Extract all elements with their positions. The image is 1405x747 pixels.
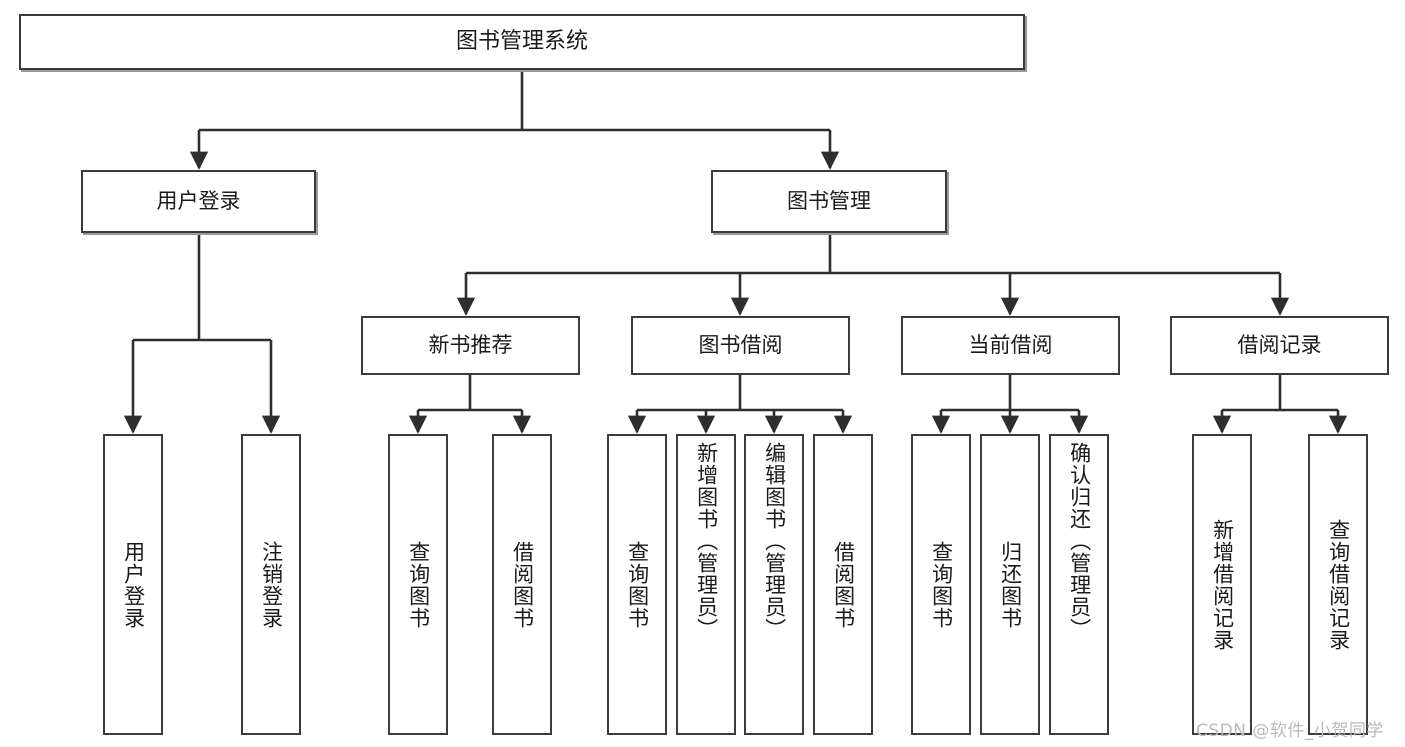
node-label: 图书管理 xyxy=(787,189,871,214)
leaf-add-book-admin[interactable]: 新增图书（管理员） xyxy=(676,434,736,735)
leaf-query-book-borrow[interactable]: 查询图书 xyxy=(607,434,667,735)
leaf-logout[interactable]: 注销登录 xyxy=(241,434,301,735)
leaf-query-borrow-record[interactable]: 查询借阅记录 xyxy=(1308,434,1368,735)
leaf-label: 新增借阅记录 xyxy=(1210,518,1235,651)
leaf-borrow-book[interactable]: 借阅图书 xyxy=(813,434,873,735)
node-current-borrow[interactable]: 当前借阅 xyxy=(901,316,1120,375)
node-label: 图书借阅 xyxy=(698,333,783,358)
node-label: 图书管理系统 xyxy=(455,29,588,55)
leaf-user-login[interactable]: 用户登录 xyxy=(103,434,163,735)
leaf-label: 用户登录 xyxy=(121,540,146,629)
leaf-label: 查询图书 xyxy=(625,540,650,629)
leaf-confirm-return-admin[interactable]: 确认归还（管理员） xyxy=(1049,434,1109,735)
leaf-query-book-newbook[interactable]: 查询图书 xyxy=(388,434,448,735)
leaf-label: 查询图书 xyxy=(929,540,954,629)
leaf-edit-book-admin[interactable]: 编辑图书（管理员） xyxy=(744,434,804,735)
leaf-label: 确认归还（管理员） xyxy=(1067,442,1092,640)
node-root-system[interactable]: 图书管理系统 xyxy=(19,14,1025,70)
leaf-label: 查询图书 xyxy=(406,540,431,629)
node-label: 用户登录 xyxy=(156,189,241,214)
node-label: 当前借阅 xyxy=(968,333,1053,358)
leaf-query-book-current[interactable]: 查询图书 xyxy=(911,434,971,735)
leaf-borrow-book-newbook[interactable]: 借阅图书 xyxy=(492,434,552,735)
node-user-login[interactable]: 用户登录 xyxy=(81,170,316,233)
node-label: 借阅记录 xyxy=(1237,333,1322,358)
leaf-return-book[interactable]: 归还图书 xyxy=(980,434,1040,735)
node-new-book-recommend[interactable]: 新书推荐 xyxy=(361,316,580,375)
leaf-label: 查询借阅记录 xyxy=(1326,518,1351,651)
leaf-label: 归还图书 xyxy=(998,540,1023,629)
node-label: 新书推荐 xyxy=(428,333,513,358)
leaf-label: 新增图书（管理员） xyxy=(694,442,719,640)
node-book-management[interactable]: 图书管理 xyxy=(711,170,947,233)
node-borrow-record[interactable]: 借阅记录 xyxy=(1170,316,1389,375)
node-book-borrow[interactable]: 图书借阅 xyxy=(631,316,850,375)
leaf-label: 借阅图书 xyxy=(510,540,535,629)
leaf-add-borrow-record[interactable]: 新增借阅记录 xyxy=(1192,434,1252,735)
leaf-label: 注销登录 xyxy=(259,540,284,629)
leaf-label: 借阅图书 xyxy=(831,540,856,629)
csdn-watermark: CSDN @软件_小贺同学 xyxy=(1196,721,1384,741)
leaf-label: 编辑图书（管理员） xyxy=(762,442,787,640)
